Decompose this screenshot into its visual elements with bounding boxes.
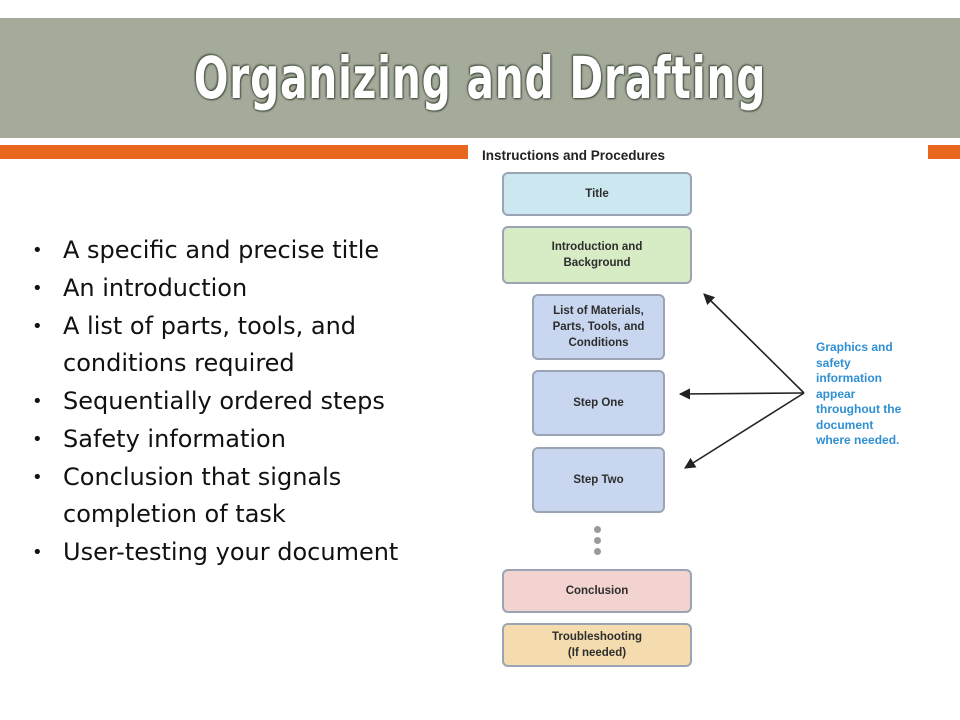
bullet-text: An introduction	[63, 274, 248, 302]
bullet-dot-icon: •	[32, 278, 43, 299]
continuation-dots	[594, 526, 602, 559]
callout-arrows	[678, 293, 805, 469]
arrow-to-step-one	[678, 388, 805, 400]
bullet-text: A list of parts, tools, and conditions r…	[63, 312, 357, 377]
diagram-heading: Instructions and Procedures	[482, 148, 666, 163]
bullet-dot-icon: •	[32, 542, 43, 563]
bullet-text: User-testing your document	[63, 538, 399, 566]
bullet-item: • A list of parts, tools, and conditions …	[30, 308, 460, 382]
bullet-item: • A specific and precise title	[30, 232, 460, 269]
arrow-to-materials	[703, 293, 805, 394]
bullet-dot-icon: •	[32, 429, 43, 450]
bullet-text: Safety information	[63, 425, 286, 453]
bullet-dot-icon: •	[32, 391, 43, 412]
bullet-dot-icon: •	[32, 316, 43, 337]
procedure-diagram: Instructions and Procedures Title Introd…	[478, 146, 928, 676]
bullet-text: A specific and precise title	[63, 236, 380, 264]
bullet-item: • User-testing your document	[30, 534, 460, 571]
bullet-text: Conclusion that signals completion of ta…	[63, 463, 342, 528]
bullet-dot-icon: •	[32, 240, 43, 261]
callout-text: Graphics and safety information appear t…	[816, 340, 902, 447]
dot-icon	[594, 537, 601, 544]
box-materials: List of Materials, Parts, Tools, and Con…	[532, 294, 665, 360]
box-introduction: Introduction and Background	[502, 226, 692, 284]
bullet-item: • Sequentially ordered steps	[30, 383, 460, 420]
bullet-text: Sequentially ordered steps	[63, 387, 385, 415]
dot-icon	[594, 526, 601, 533]
bullet-item: • An introduction	[30, 270, 460, 307]
bullet-list: • A specific and precise title • An introd…	[30, 232, 460, 572]
dot-icon	[594, 548, 601, 555]
title-bar: Organizing and Drafting	[0, 18, 960, 138]
box-conclusion: Conclusion	[502, 569, 692, 613]
box-troubleshooting: Troubleshooting (If needed)	[502, 623, 692, 667]
slide-title: Organizing and Drafting	[193, 44, 767, 112]
arrow-to-step-two	[684, 392, 805, 469]
box-step-two: Step Two	[532, 447, 665, 513]
box-title: Title	[502, 172, 692, 216]
bullet-item: • Conclusion that signals completion of t…	[30, 459, 460, 533]
bullet-dot-icon: •	[32, 467, 43, 488]
box-step-one: Step One	[532, 370, 665, 436]
bullet-item: • Safety information	[30, 421, 460, 458]
